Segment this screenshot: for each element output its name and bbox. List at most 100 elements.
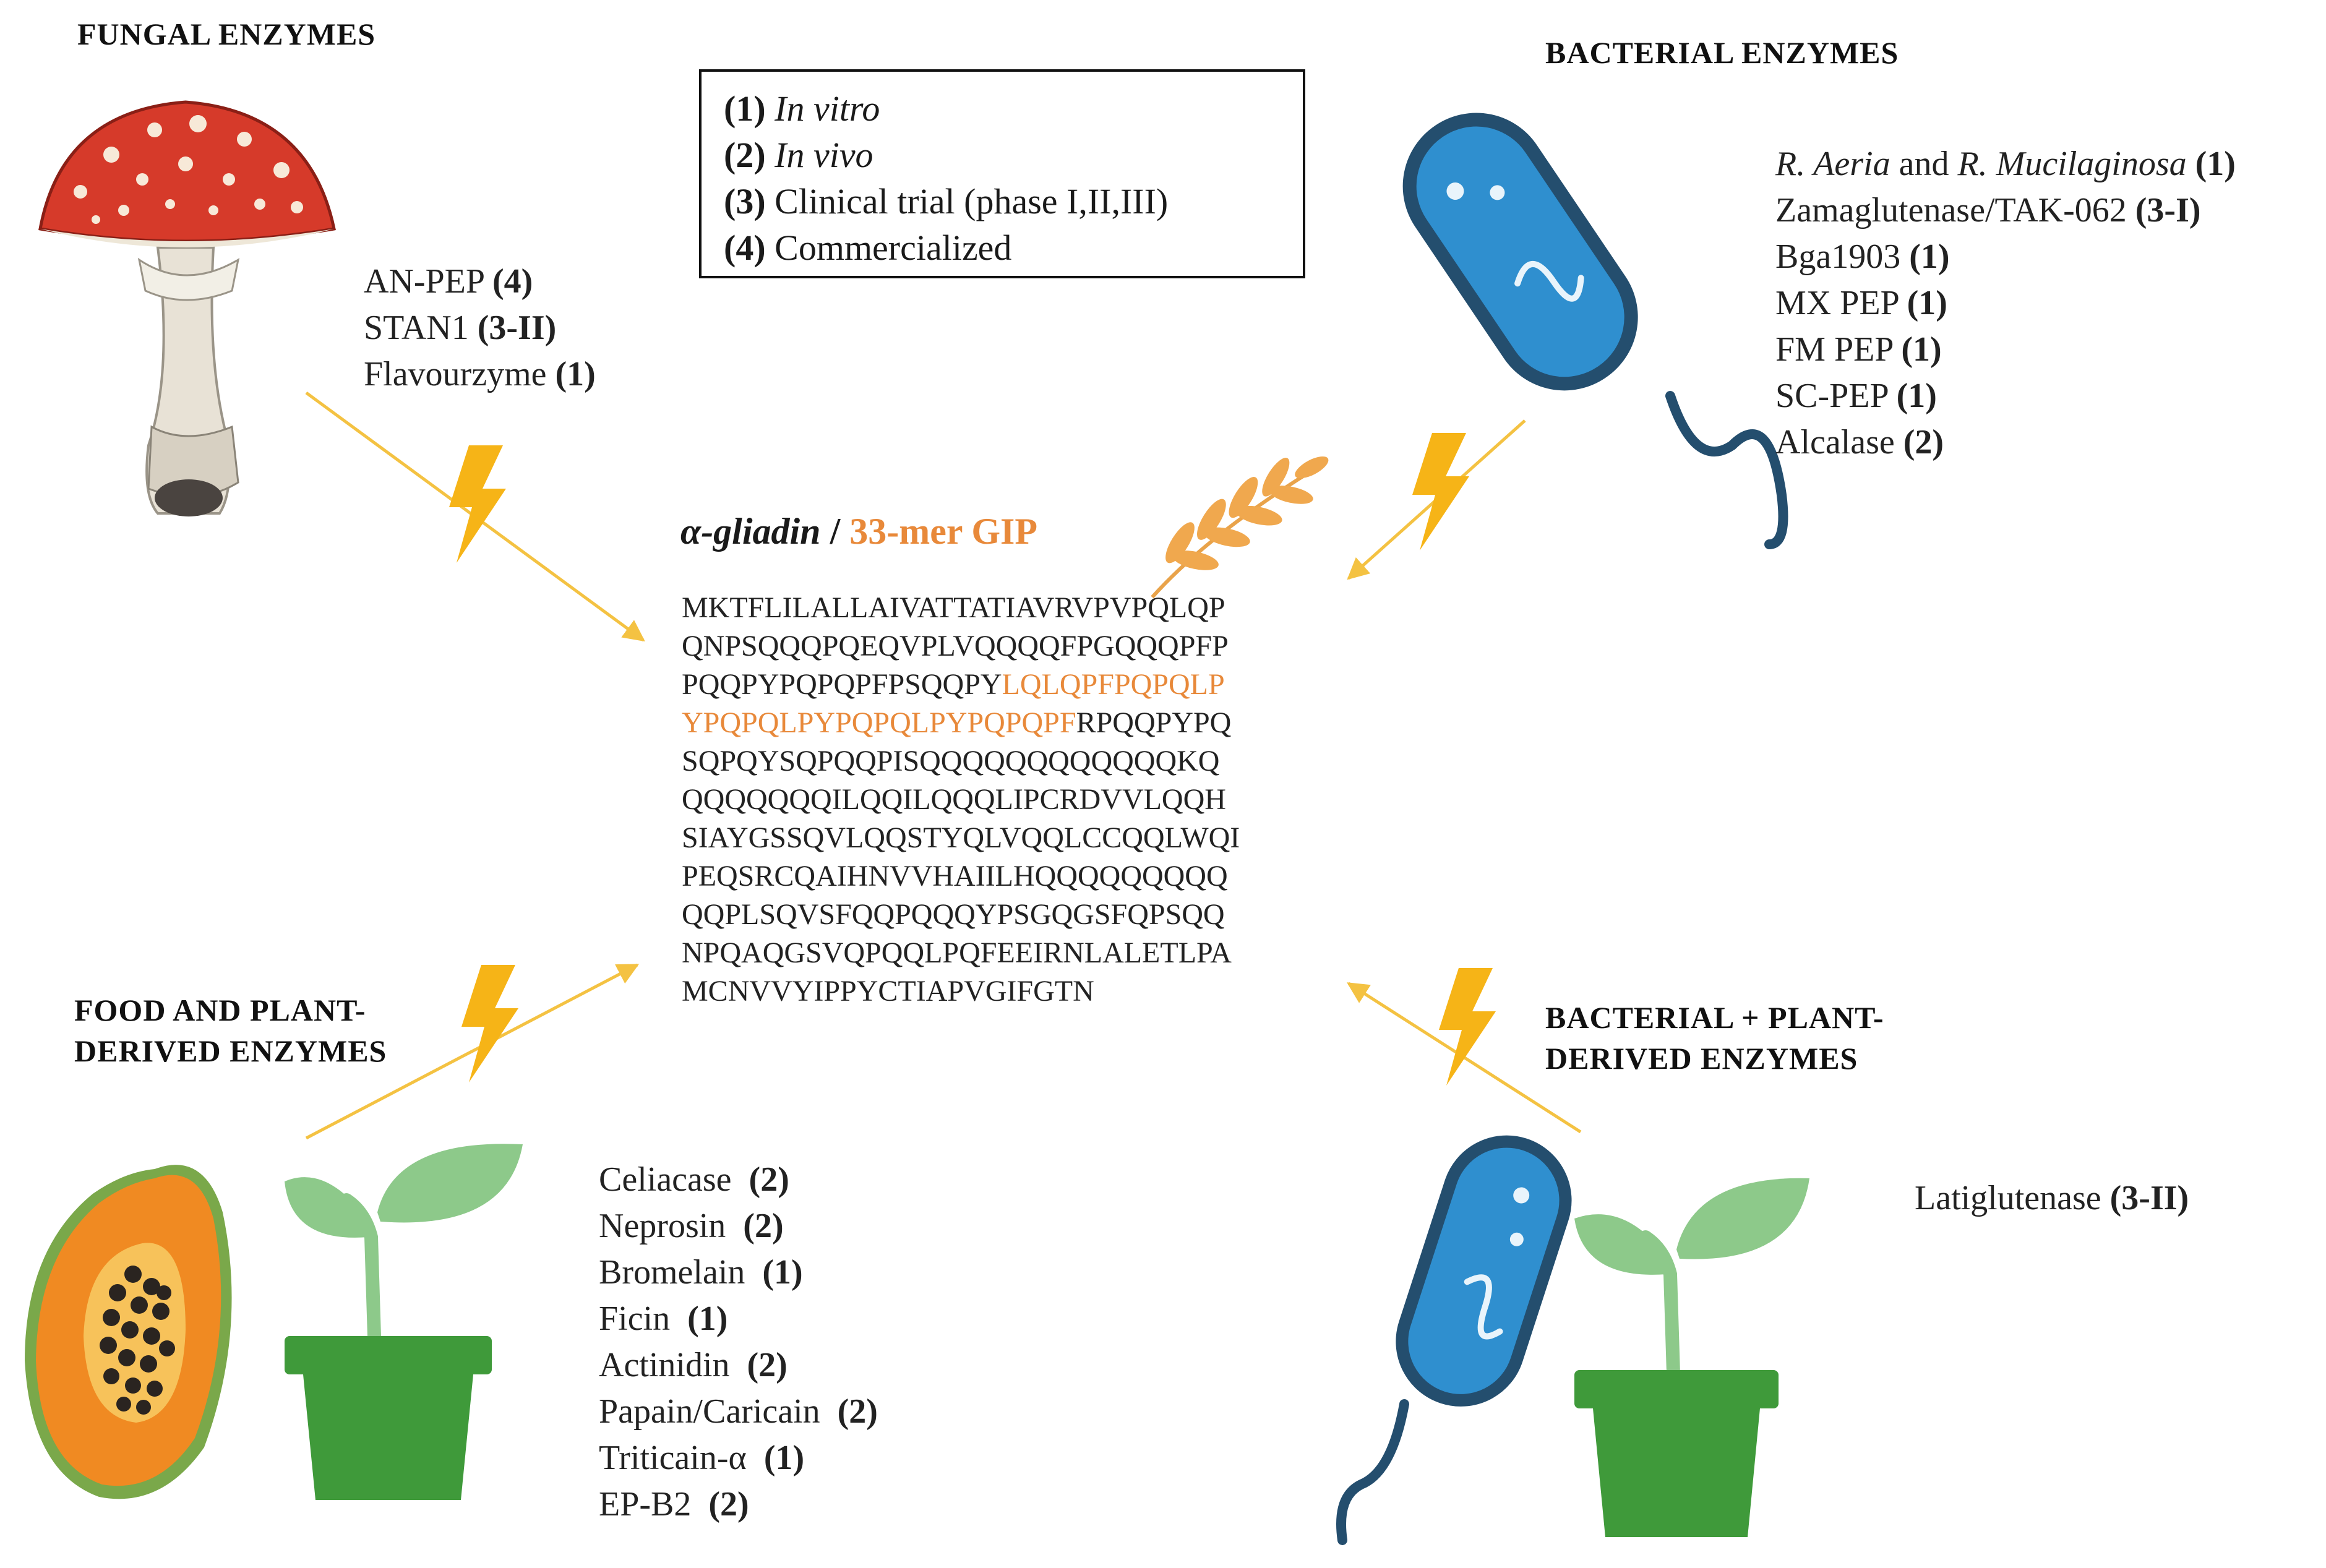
list-item: Celiacase (2) bbox=[599, 1157, 878, 1203]
sequence-title: α-gliadin / 33-mer GIP bbox=[680, 510, 1037, 553]
sequence-text: SQPQYSQPQQPISQQQQQQQQQQQQKQ bbox=[682, 745, 1220, 778]
papaya-icon bbox=[25, 1165, 232, 1499]
status-code: (3-II) bbox=[2109, 1179, 2189, 1217]
status-code: (4) bbox=[492, 262, 533, 301]
list-item: Actinidin (2) bbox=[599, 1342, 878, 1389]
legend-box: (1) In vitro(2) In vivo(3) Clinical tria… bbox=[699, 69, 1305, 278]
mushroom-icon bbox=[38, 100, 336, 516]
bacterial-plant-heading: BACTERIAL + PLANT- DERIVED ENZYMES bbox=[1545, 997, 1884, 1079]
enzyme-name: Zamaglutenase/TAK-062 bbox=[1775, 191, 2127, 229]
title-separator: / bbox=[820, 511, 850, 552]
status-code: (1) bbox=[763, 1439, 805, 1477]
food-plant-heading: FOOD AND PLANT- DERIVED ENZYMES bbox=[74, 990, 387, 1071]
status-code: (2) bbox=[747, 1346, 787, 1384]
status-code: (1) bbox=[2195, 145, 2236, 183]
list-item: STAN1 (3-II) bbox=[364, 305, 596, 351]
legend-code: (2) bbox=[724, 135, 766, 175]
sequence-line: MCNVVYIPPYCTIAPVGIFGTN bbox=[682, 972, 1362, 1011]
sequence-line: PQQPYPQPQPFPSQQPYLQLQPFPQPQLP bbox=[682, 666, 1362, 704]
enzyme-name: R. Aeria bbox=[1775, 145, 1890, 183]
status-code: (2) bbox=[1903, 423, 1944, 461]
status-code: (1) bbox=[1909, 238, 1950, 276]
legend-item: (2) In vivo bbox=[724, 132, 1303, 178]
status-code: (1) bbox=[687, 1300, 728, 1338]
enzyme-name: AN-PEP bbox=[364, 262, 484, 301]
enzyme-name: Bromelain bbox=[599, 1253, 745, 1292]
enzyme-name: STAN1 bbox=[364, 309, 469, 347]
status-code: (3-II) bbox=[477, 309, 557, 347]
sequence-line: YPQPQLPYPQPQLPYPQPQPFRPQQPYPQ bbox=[682, 704, 1362, 742]
legend-label: In vitro bbox=[775, 88, 880, 129]
sequence-text: PEQSRCQAIHNVVHAIILHQQQQQQQQQ bbox=[682, 860, 1228, 893]
enzyme-name: Bga1903 bbox=[1775, 238, 1901, 276]
sequence-line: SIAYGSSQVLQQSTYQLVQQLCCQQLWQI bbox=[682, 819, 1362, 857]
sequence-line: MKTFLILALLAIVATTATIAVRVPVPQLQP bbox=[682, 589, 1362, 627]
enzyme-name: SC-PEP bbox=[1775, 377, 1888, 415]
sequence-line: SQPQYSQPQQPISQQQQQQQQQQQQKQ bbox=[682, 742, 1362, 781]
gip-highlight: YPQPQLPYPQPQLPYPQPQPF bbox=[682, 706, 1076, 739]
enzyme-name: Actinidin bbox=[599, 1346, 730, 1384]
status-code: (1) bbox=[555, 355, 596, 393]
list-item: Ficin (1) bbox=[599, 1296, 878, 1342]
enzyme-name: Flavourzyme bbox=[364, 355, 547, 393]
legend-label: Commercialized bbox=[775, 228, 1012, 268]
heading-line: DERIVED ENZYMES bbox=[1545, 1041, 1858, 1076]
status-code: (2) bbox=[743, 1207, 784, 1245]
legend-label: In vivo bbox=[775, 135, 873, 175]
enzyme-name: EP-B2 bbox=[599, 1485, 692, 1523]
legend-item: (3) Clinical trial (phase I,II,III) bbox=[724, 178, 1303, 225]
list-item: AN-PEP (4) bbox=[364, 259, 596, 305]
legend-code: (1) bbox=[724, 88, 766, 129]
sequence-text: RPQQPYPQ bbox=[1076, 706, 1232, 739]
enzyme-name: Celiacase bbox=[599, 1160, 732, 1199]
status-code: (2) bbox=[749, 1160, 789, 1199]
status-code: (3-I) bbox=[2135, 191, 2201, 229]
list-item: MX PEP (1) bbox=[1775, 280, 2236, 327]
enzyme-name: Papain/Caricain bbox=[599, 1392, 820, 1431]
status-code: (1) bbox=[1901, 330, 1942, 369]
status-code: (1) bbox=[1907, 284, 1947, 322]
enzyme-name: Alcalase bbox=[1775, 423, 1895, 461]
list-item: Zamaglutenase/TAK-062 (3-I) bbox=[1775, 187, 2236, 234]
sequence-line: PEQSRCQAIHNVVHAIILHQQQQQQQQQ bbox=[682, 857, 1362, 896]
lightning-icon bbox=[461, 965, 518, 1082]
plant-pot-icon bbox=[1574, 1178, 1809, 1537]
list-item: R. Aeria and R. Mucilaginosa (1) bbox=[1775, 141, 2236, 187]
enzyme-name: Neprosin bbox=[599, 1207, 726, 1245]
list-item: FM PEP (1) bbox=[1775, 327, 2236, 373]
status-code: (2) bbox=[837, 1392, 878, 1431]
wheat-icon bbox=[1151, 456, 1329, 599]
sequence-text: PQQPYPQPQPFPSQQPY bbox=[682, 668, 1002, 701]
sequence-line: QQQQQQQILQQILQQQLIPCRDVVLQQH bbox=[682, 781, 1362, 819]
conjunction: and bbox=[1890, 145, 1958, 183]
list-item: Neprosin (2) bbox=[599, 1203, 878, 1249]
status-code: (1) bbox=[762, 1253, 803, 1292]
sequence-text: NPQAQGSVQPQQLPQFEEIRNLALETLPA bbox=[682, 936, 1232, 969]
enzyme-name: MX PEP bbox=[1775, 284, 1899, 322]
legend-item: (1) In vitro bbox=[724, 85, 1303, 132]
lightning-icon bbox=[1412, 433, 1469, 551]
food-plant-enzyme-list: Celiacase (2)Neprosin (2)Bromelain (1)Fi… bbox=[599, 1157, 878, 1528]
list-item: Alcalase (2) bbox=[1775, 419, 2236, 466]
gip-highlight: LQLQPFPQPQLP bbox=[1002, 668, 1225, 701]
arrow-food-plant bbox=[305, 963, 640, 1140]
list-item: EP-B2 (2) bbox=[599, 1481, 878, 1528]
status-code: (1) bbox=[1896, 377, 1937, 415]
enzyme-name: FM PEP bbox=[1775, 330, 1893, 369]
fungal-enzyme-list: AN-PEP (4)STAN1 (3-II)Flavourzyme (1) bbox=[364, 259, 596, 398]
lightning-icon bbox=[1439, 968, 1496, 1086]
legend-item: (4) Commercialized bbox=[724, 225, 1303, 271]
list-item: Latiglutenase (3-II) bbox=[1915, 1175, 2189, 1222]
list-item: Triticain-α (1) bbox=[599, 1435, 878, 1481]
protein-name: α-gliadin bbox=[680, 511, 821, 552]
list-item: SC-PEP (1) bbox=[1775, 373, 2236, 419]
heading-line: FOOD AND PLANT- bbox=[74, 993, 366, 1027]
enzyme-name: R. Mucilaginosa bbox=[1957, 145, 2187, 183]
heading-line: DERIVED ENZYMES bbox=[74, 1034, 387, 1068]
status-code: (2) bbox=[708, 1485, 749, 1523]
bacterial-heading: BACTERIAL ENZYMES bbox=[1545, 35, 1899, 70]
list-item: Flavourzyme (1) bbox=[364, 351, 596, 398]
legend-label: Clinical trial (phase I,II,III) bbox=[775, 181, 1169, 221]
